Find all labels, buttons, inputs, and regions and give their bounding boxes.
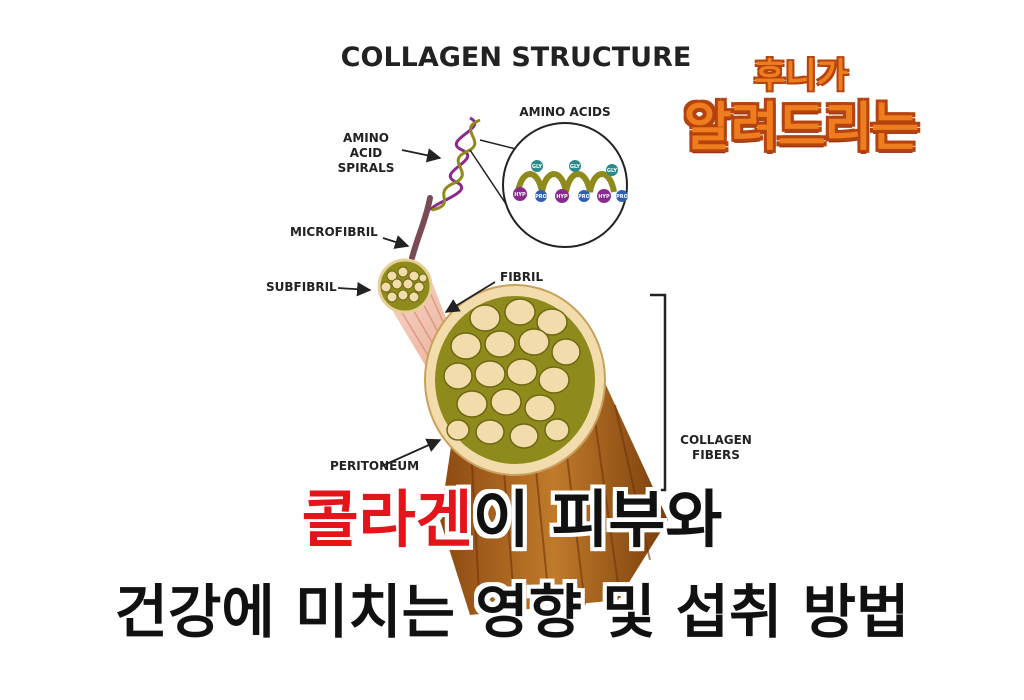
amino-acid-helix [430,116,481,212]
brand-badge: 후니가 알려드리는 [676,56,926,176]
pro-tag: PRO [535,194,547,200]
hyp-tag: HYP [598,194,610,200]
label-amino-acid-spirals-1: AMINO [343,131,389,145]
amino-acids-magnifier: HYP PRO GLY HYP PRO GLY HYP PRO GLY [469,122,628,248]
label-arrows [337,148,496,467]
headline-line-1: 콜라겐이 피부와 [0,480,1024,560]
amino-acid-residues [513,160,628,203]
label-microfibril: MICROFIBRIL [290,225,378,239]
headline-highlight: 콜라겐 [301,483,473,556]
fibril-cross-section [424,284,606,476]
label-amino-acids: AMINO ACIDS [519,105,610,119]
pro-tag: PRO [578,194,590,200]
collagen-fibers-bracket [650,293,667,492]
hyp-tag: HYP [556,194,568,200]
headline-line-1-rest: 이 피부와 [472,483,723,556]
label-peritoneum: PERITONEUM [330,459,419,473]
gly-tag: GLY [570,164,581,170]
pro-tag: PRO [616,194,628,200]
label-amino-acid-spirals-2: ACID [350,146,383,160]
label-amino-acid-spirals-3: SPIRALS [338,161,395,175]
badge-line-1: 후니가 [754,56,848,96]
gly-tag: GLY [532,164,543,170]
headline-line-2: 건강에 미치는 영향 및 섭취 방법 [114,578,910,646]
label-subfibril: SUBFIBRIL [266,280,337,294]
microfibril-strand [409,195,433,261]
badge-line-2: 알려드리는 [683,98,919,158]
gly-tag: GLY [607,168,618,174]
diagram-title: COLLAGEN STRUCTURE [341,42,692,73]
hyp-tag: HYP [514,192,526,198]
label-collagen-fibers-1: COLLAGEN [680,433,752,447]
label-collagen-fibers-2: FIBERS [692,448,740,462]
label-fibril: FIBRIL [500,270,544,284]
